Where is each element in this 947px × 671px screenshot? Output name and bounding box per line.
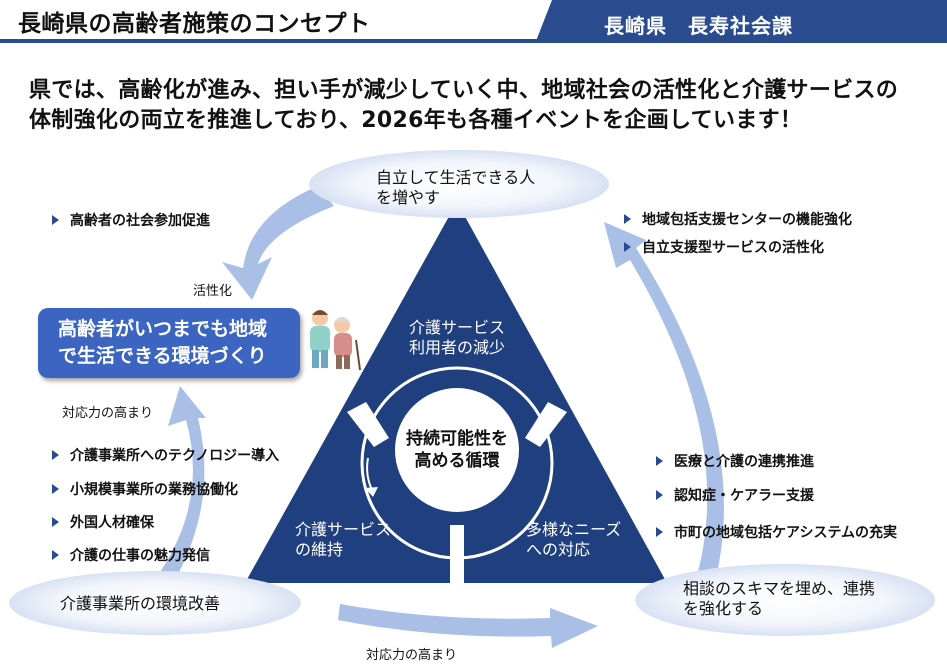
spoke-right xyxy=(525,402,567,447)
arrow-right-side xyxy=(604,222,724,582)
bullet-arrow-icon xyxy=(52,550,59,560)
bullet-arrow-icon xyxy=(624,242,631,252)
bullet-item: 高齢者の社会参加促進 xyxy=(52,210,210,230)
bullet-item: 医療と介護の連携推進 xyxy=(656,451,814,471)
ring-arrow xyxy=(366,457,373,491)
center-label: 持続可能性を 高める循環 xyxy=(406,429,508,471)
department-label: 長崎県 長寿社会課 xyxy=(604,14,793,38)
caregiver-illustration xyxy=(310,310,361,371)
spoke-left xyxy=(347,402,389,447)
bullet-arrow-icon xyxy=(656,527,663,537)
bullet-arrow-icon xyxy=(52,215,59,225)
bullet-arrow-icon xyxy=(656,456,663,466)
bullet-item: 認知症・ケアラー支援 xyxy=(656,485,814,505)
bullet-arrow-icon xyxy=(52,484,59,494)
response-left-label: 対応力の高まり xyxy=(62,406,154,421)
bullet-item: 自立支援型サービスの活性化 xyxy=(624,237,824,257)
main-goal-box: 高齢者がいつまでも地域 で生活できる環境づくり xyxy=(38,308,300,378)
bullet-item: 介護事業所へのテクノロジー導入 xyxy=(52,445,279,465)
arrow-response-bottom xyxy=(338,604,598,648)
triangle-top-label: 介護サービス 利用者の減少 xyxy=(408,318,505,357)
arrow-response-left xyxy=(160,386,206,578)
arrow-activation xyxy=(222,186,334,300)
bullet-item: 地域包括支援センターの機能強化 xyxy=(624,209,852,229)
bullet-item: 外国人材確保 xyxy=(52,512,154,532)
bullet-arrow-icon xyxy=(52,517,59,527)
bullet-arrow-icon xyxy=(52,450,59,460)
spoke-bottom xyxy=(450,525,464,583)
response-bottom-label: 対応力の高まり xyxy=(366,648,458,663)
bottom-left-ellipse-label: 介護事業所の環境改善 xyxy=(60,594,221,613)
header-divider xyxy=(0,39,947,43)
bullet-item: 市町の地域包括ケアシステムの充実 xyxy=(656,522,897,542)
bullet-arrow-icon xyxy=(624,214,631,224)
page-title: 長崎県の高齢者施策のコンセプト xyxy=(18,11,371,37)
activation-label: 活性化 xyxy=(193,284,233,299)
lead-text-line1: 県では、高齢化が進み、担い手が減少していく中、地域社会の活性化と介護サービスの xyxy=(29,78,899,103)
bullet-item: 介護の仕事の魅力発信 xyxy=(52,545,210,565)
top-ellipse xyxy=(309,150,609,218)
bullet-arrow-icon xyxy=(656,490,663,500)
bullet-item: 小規模事業所の業務協働化 xyxy=(52,479,238,499)
triangle-bottom-right-label: 多様なニーズ への対応 xyxy=(526,520,622,559)
center-disc xyxy=(395,388,519,512)
lead-text-line2: 体制強化の両立を推進しており、2026年も各種イベントを企画しています！ xyxy=(29,108,803,133)
top-ellipse-label: 自立して生活できる人 を増やす xyxy=(376,168,536,207)
header-banner xyxy=(536,0,947,41)
bottom-right-ellipse-label: 相談のスキマを埋め、連携 を強化する xyxy=(683,579,876,618)
bottom-right-ellipse xyxy=(635,564,935,636)
triangle-bottom-left-label: 介護サービス の維持 xyxy=(295,520,392,559)
bottom-left-ellipse xyxy=(9,571,301,635)
